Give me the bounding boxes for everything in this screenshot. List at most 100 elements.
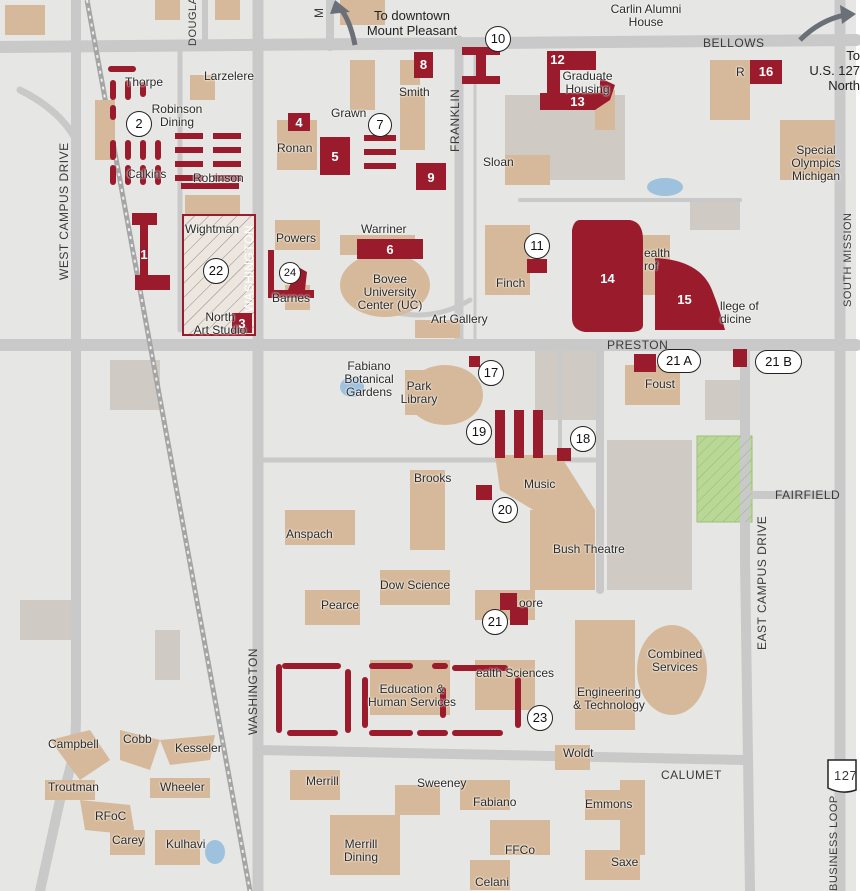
lot-number-15[interactable]: 15 [677, 292, 692, 307]
label-fabiano-hall: Fabiano [473, 795, 517, 809]
route-label-us127: To U.S. 127 North [809, 48, 860, 93]
arrow-to-downtown-head [330, 0, 350, 14]
label-kesseler: Kesseler [175, 741, 222, 755]
lot-number-17[interactable]: 17 [478, 360, 504, 386]
lot-number-19[interactable]: 19 [466, 419, 492, 445]
lot-10 [462, 47, 500, 84]
label-health-sciences: ealth Sciences [476, 666, 555, 680]
lot-2-piece [110, 165, 116, 185]
street-franklin: FRANKLIN [448, 88, 462, 152]
lot-number-21b[interactable]: 21 B [755, 350, 802, 374]
arrow-to-us127-head [840, 5, 856, 24]
lot-7 [364, 135, 396, 141]
label-wightman: Wightman [185, 222, 240, 236]
lot-19 [514, 410, 524, 458]
label-moore: oore [519, 596, 544, 610]
lot-2-piece [110, 80, 116, 100]
lot-number-10[interactable]: 10 [485, 26, 511, 52]
lot-8 [414, 52, 433, 78]
label-pearce: Pearce [321, 598, 360, 612]
lot-robinson-rows [213, 161, 241, 167]
label-calkins: Calkins [127, 167, 167, 181]
parking-lots[interactable] [108, 47, 782, 625]
label-celani: Celani [475, 875, 510, 889]
lot-number-7[interactable]: 7 [368, 113, 392, 137]
label-campbell: Campbell [48, 737, 99, 751]
street-fairfield: FAIRFIELD [775, 488, 841, 502]
label-ffco: FFCo [505, 843, 535, 857]
lot-number-22[interactable]: 22 [203, 258, 229, 284]
lot-number-5[interactable]: 5 [331, 149, 339, 164]
lot-robinson-rows [213, 175, 241, 181]
lot-number-6[interactable]: 6 [386, 242, 394, 257]
lot-2-piece [125, 165, 131, 185]
lot-19 [533, 410, 543, 458]
label-foust: Foust [645, 377, 676, 391]
label-fabiano-botanical-gardens: Fabiano Botanical Gardens [344, 359, 394, 399]
label-music: Music [524, 477, 556, 491]
lot-2-piece [155, 165, 161, 185]
label-barnes: Barnes [272, 291, 311, 305]
lot-2-piece [108, 66, 136, 72]
label-robinson: Robinson [193, 171, 244, 185]
street-mission-fragment: M [312, 7, 326, 19]
street-washington-upper: WASHINGTON [242, 224, 256, 312]
label-cobb: Cobb [123, 732, 152, 746]
lot-number-4[interactable]: 4 [295, 115, 303, 130]
lot-23[interactable] [276, 663, 521, 736]
label-troutman: Troutman [48, 780, 99, 794]
lot-number-16[interactable]: 16 [758, 64, 774, 79]
label-brooks: Brooks [414, 471, 452, 485]
lot-number-14[interactable]: 14 [600, 271, 615, 286]
label-dow-science: Dow Science [380, 578, 451, 592]
label-wheeler: Wheeler [160, 780, 205, 794]
street-east-campus-drive: EAST CAMPUS DRIVE [755, 515, 769, 650]
lot-number-1[interactable]: 1 [140, 247, 148, 262]
lot-2-piece [110, 140, 116, 160]
pond-botanical [340, 377, 364, 397]
label-education-human-services: Education & Human Services [367, 682, 457, 709]
arrow-to-us127 [798, 12, 846, 42]
lot-21-a [634, 354, 656, 372]
lot-robinson-rows [175, 175, 203, 181]
street-preston: PRESTON [607, 338, 669, 352]
lot-number-9[interactable]: 9 [427, 170, 435, 185]
lot-2-piece [110, 105, 116, 120]
label-smith: Smith [399, 85, 430, 99]
lot-number-24[interactable]: 24 [279, 262, 301, 284]
street-west-campus-drive: WEST CAMPUS DRIVE [57, 142, 71, 280]
lot-number-18[interactable]: 18 [570, 426, 596, 452]
street-douglas: DOUGLAS [187, 0, 199, 46]
lot-number-21[interactable]: 21 [482, 609, 508, 635]
lot-3 [232, 313, 252, 333]
label-rfoc: RFoC [95, 809, 127, 823]
lot-number-21a[interactable]: 21 A [657, 349, 701, 373]
lot-number-23[interactable]: 23 [527, 705, 553, 731]
label-merrill-dining: Merrill Dining [343, 837, 379, 864]
lot-number-11[interactable]: 11 [524, 233, 550, 259]
lot-number-20[interactable]: 20 [492, 497, 518, 523]
label-rowe: R [736, 65, 745, 79]
label-merrill: Merrill [306, 774, 339, 788]
lot-2-piece [155, 140, 161, 160]
lot-18 [557, 448, 571, 461]
label-bush-theatre: Bush Theatre [553, 542, 625, 556]
label-saxe: Saxe [611, 855, 639, 869]
street-business-loop: BUSINESS LOOP [828, 795, 840, 891]
street-bellows: BELLOWS [703, 36, 765, 50]
lot-number-13[interactable]: 13 [570, 94, 585, 109]
label-larzelere: Larzelere [204, 69, 255, 83]
lot-number-8[interactable]: 8 [419, 57, 428, 72]
label-combined-services: Combined Services [647, 647, 703, 674]
label-carey: Carey [112, 833, 145, 847]
lot-number-12[interactable]: 12 [550, 52, 565, 67]
lot-number-2[interactable]: 2 [126, 111, 152, 137]
lot-1 [132, 213, 170, 290]
lot-number-3[interactable]: 3 [238, 316, 246, 331]
label-sloan: Sloan [483, 155, 514, 169]
lot-robinson-rows [181, 183, 239, 189]
lot-11 [527, 259, 547, 273]
lot-robinson-rows [213, 133, 241, 139]
